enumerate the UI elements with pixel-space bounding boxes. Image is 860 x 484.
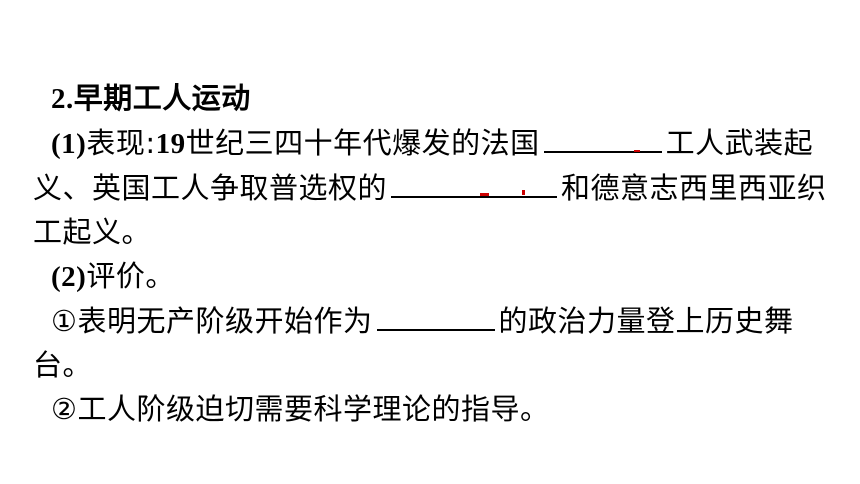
item-2-paragraph: (2)评价。 xyxy=(33,254,833,299)
heading-title: 早期工人运动 xyxy=(73,81,251,115)
point-2-text: ②工人阶级迫切需要科学理论的指导。 xyxy=(51,392,550,426)
item-2-label: 评价。 xyxy=(86,259,175,293)
item-1-text-a: 世纪三四十年代爆发的法国 xyxy=(185,126,540,160)
item-1-text-b: 工人武装起义、英国工人争取普选权的 xyxy=(33,126,814,205)
item-1-marker: (1) xyxy=(51,128,87,160)
point-2-paragraph: ②工人阶级迫切需要科学理论的指导。 xyxy=(33,387,833,431)
section-heading: 2.早期工人运动 xyxy=(51,76,833,121)
item-1-label: 表现: xyxy=(86,126,156,160)
item-1-text-c: 和德意志西里西亚织工起义。 xyxy=(33,171,827,249)
fill-blank-2 xyxy=(391,170,558,198)
point-1-text-b: 的政治力量登上历史舞台。 xyxy=(33,304,794,382)
point-1-text-a: ①表明无产阶级开始作为 xyxy=(51,304,373,338)
red-mark-3 xyxy=(522,190,525,195)
item-1-century: 19 xyxy=(155,128,186,160)
red-mark-2 xyxy=(480,193,489,196)
point-1-paragraph: ①表明无产阶级开始作为的政治力量登上历史舞台。 xyxy=(33,299,833,387)
item-1-paragraph: (1)表现:19世纪三四十年代爆发的法国工人武装起义、英国工人争取普选权的和德意… xyxy=(33,121,833,254)
fill-blank-3 xyxy=(376,303,495,331)
slide-content: 2.早期工人运动 (1)表现:19世纪三四十年代爆发的法国工人武装起义、英国工人… xyxy=(33,76,833,431)
heading-number: 2. xyxy=(51,83,74,115)
fill-blank-1 xyxy=(543,125,662,153)
red-mark-1 xyxy=(634,150,640,152)
item-2-marker: (2) xyxy=(51,261,87,293)
